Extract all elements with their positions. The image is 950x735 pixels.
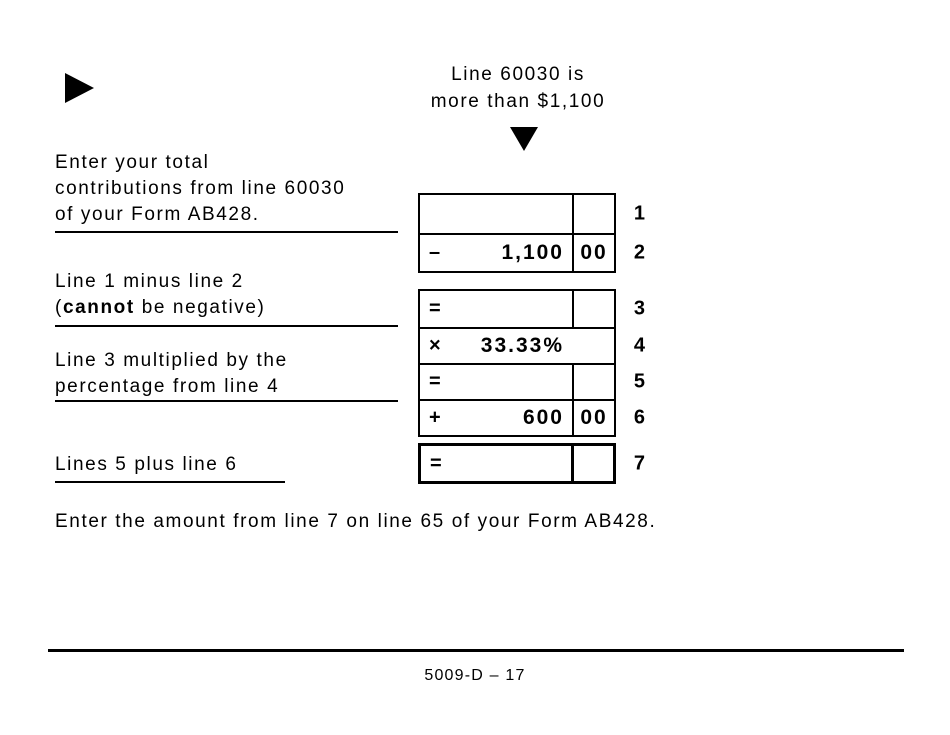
row-7-operator: = xyxy=(430,452,442,474)
label-step-2-open-paren: ( xyxy=(55,297,63,318)
label-step-1-line-2: contributions from line 60030 xyxy=(55,178,346,199)
row-3-operator: = xyxy=(429,297,441,320)
label-step-4-line-1: Lines 5 plus line 6 xyxy=(55,454,238,475)
label-step-4: Lines 5 plus line 6 xyxy=(55,452,415,478)
row-5-operator: = xyxy=(429,370,441,393)
row-1-cents-field[interactable] xyxy=(572,195,614,233)
worksheet-row-5: = 5 xyxy=(420,363,645,399)
worksheet-box-lines-1-2: 1 – 1,100 00 2 xyxy=(418,193,645,273)
footer-divider xyxy=(48,649,904,652)
row-6-line-number: 6 xyxy=(633,406,645,429)
label-step-1: Enter your total contributions from line… xyxy=(55,150,415,228)
row-2-amount-value: 1,100 xyxy=(501,241,564,264)
row-4-operator: × xyxy=(429,334,441,357)
underline-step-2 xyxy=(55,325,398,327)
worksheet-row-6: + 600 00 6 xyxy=(420,399,645,435)
underline-step-1 xyxy=(55,231,398,233)
row-6-amount-value: 600 xyxy=(522,406,564,429)
underline-step-3 xyxy=(55,400,398,402)
condition-line-2: more than $1,100 xyxy=(430,91,606,112)
row-1-line-number: 1 xyxy=(633,202,645,225)
row-4-line-number: 4 xyxy=(633,334,645,357)
row-2-line-number: 2 xyxy=(633,241,645,264)
row-6-cents-cell: 00 xyxy=(572,401,614,435)
label-step-3: Line 3 multiplied by the percentage from… xyxy=(55,348,415,400)
label-step-2-bold-word: cannot xyxy=(62,297,135,318)
row-6-operator: + xyxy=(429,406,441,429)
bottom-instruction: Enter the amount from line 7 on line 65 … xyxy=(55,511,657,532)
arrow-down-icon xyxy=(510,127,538,151)
worksheet-row-4: × 33.33% 4 xyxy=(420,327,645,363)
label-step-3-line-1: Line 3 multiplied by the xyxy=(55,350,288,371)
condition-line-1: Line 60030 is xyxy=(451,64,585,85)
worksheet-row-3: = 3 xyxy=(420,291,645,327)
label-step-2: Line 1 minus line 2 (cannot be negative) xyxy=(55,269,415,321)
row-6-cents-value: 00 xyxy=(580,406,608,429)
row-3-line-number: 3 xyxy=(633,297,645,320)
worksheet-row-2: – 1,100 00 2 xyxy=(420,233,645,271)
page-number-label: 5009-D – 17 xyxy=(424,667,526,684)
row-2-operator: – xyxy=(429,241,441,264)
row-5-line-number: 5 xyxy=(633,370,645,393)
row-5-cents-field[interactable] xyxy=(572,365,614,399)
row-2-cents-value: 00 xyxy=(580,241,608,264)
underline-step-4 xyxy=(55,481,285,483)
worksheet-box-line-7-result: = 7 xyxy=(418,443,645,484)
worksheet-row-7: = 7 xyxy=(421,446,645,481)
arrow-right-icon xyxy=(65,73,94,103)
row-4-percentage-value: 33.33% xyxy=(480,334,564,357)
worksheet-box-lines-3-6: = 3 × 33.33% 4 = 5 + 600 00 6 xyxy=(418,289,645,437)
label-step-3-line-2: percentage from line 4 xyxy=(55,376,280,397)
condition-header: Line 60030 is more than $1,100 xyxy=(343,61,693,115)
label-step-2-rest: be negative) xyxy=(134,297,266,318)
label-step-1-line-1: Enter your total xyxy=(55,152,210,173)
label-step-2-line-2: (cannot be negative) xyxy=(55,295,415,321)
row-7-line-number: 7 xyxy=(633,452,645,474)
row-7-cents-field[interactable] xyxy=(571,446,613,481)
row-2-cents-cell: 00 xyxy=(572,235,614,271)
label-step-1-line-3: of your Form AB428. xyxy=(55,204,260,225)
row-3-cents-field[interactable] xyxy=(572,291,614,327)
label-step-2-line-1: Line 1 minus line 2 xyxy=(55,271,244,292)
worksheet-row-1: 1 xyxy=(420,195,645,233)
